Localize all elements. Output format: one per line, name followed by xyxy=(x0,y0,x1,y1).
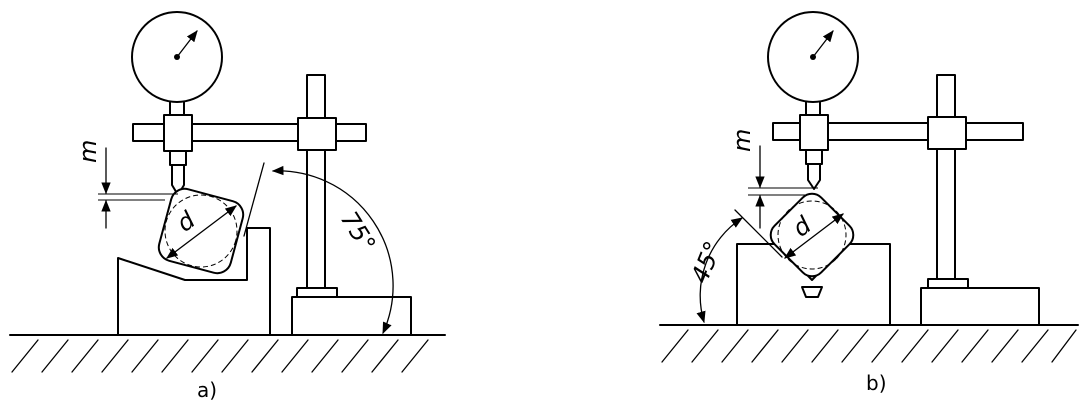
offset-label-m-b: m xyxy=(728,129,756,152)
gauge-stem-b xyxy=(799,100,829,190)
caption-a: a) xyxy=(197,378,217,402)
angle-arc-b xyxy=(696,217,743,324)
diameter-arrow-b xyxy=(784,213,844,259)
offset-label-m-a: m xyxy=(74,140,102,163)
inclined-support-block-a xyxy=(117,227,271,336)
angle-label-a: 75° xyxy=(335,206,381,257)
gauge-stem-a xyxy=(163,100,193,196)
workpiece-bottom-cap-b xyxy=(801,286,823,298)
panel-b: d m 45° b) xyxy=(659,11,1079,395)
caption-b: b) xyxy=(866,371,887,395)
column-clamp-a xyxy=(297,117,337,151)
column-clamp-b xyxy=(927,116,967,150)
dial-indicator-b xyxy=(767,11,859,103)
offset-dimension-a xyxy=(98,147,178,229)
angle-extension-line-a xyxy=(243,162,265,237)
dial-indicator-a xyxy=(131,11,223,103)
ground-a xyxy=(9,334,446,373)
workpiece-a xyxy=(157,187,245,275)
ground-b xyxy=(659,324,1079,363)
angle-arc-a xyxy=(271,165,394,335)
angle-label-b: 45° xyxy=(686,237,728,287)
offset-dimension-b xyxy=(748,145,818,229)
diameter-arrow-a xyxy=(166,205,237,259)
stand-column-b xyxy=(936,74,956,280)
panel-a: d m 75° a) xyxy=(9,11,446,402)
stand-base-b xyxy=(920,278,1040,326)
stand-column-a xyxy=(306,74,326,289)
